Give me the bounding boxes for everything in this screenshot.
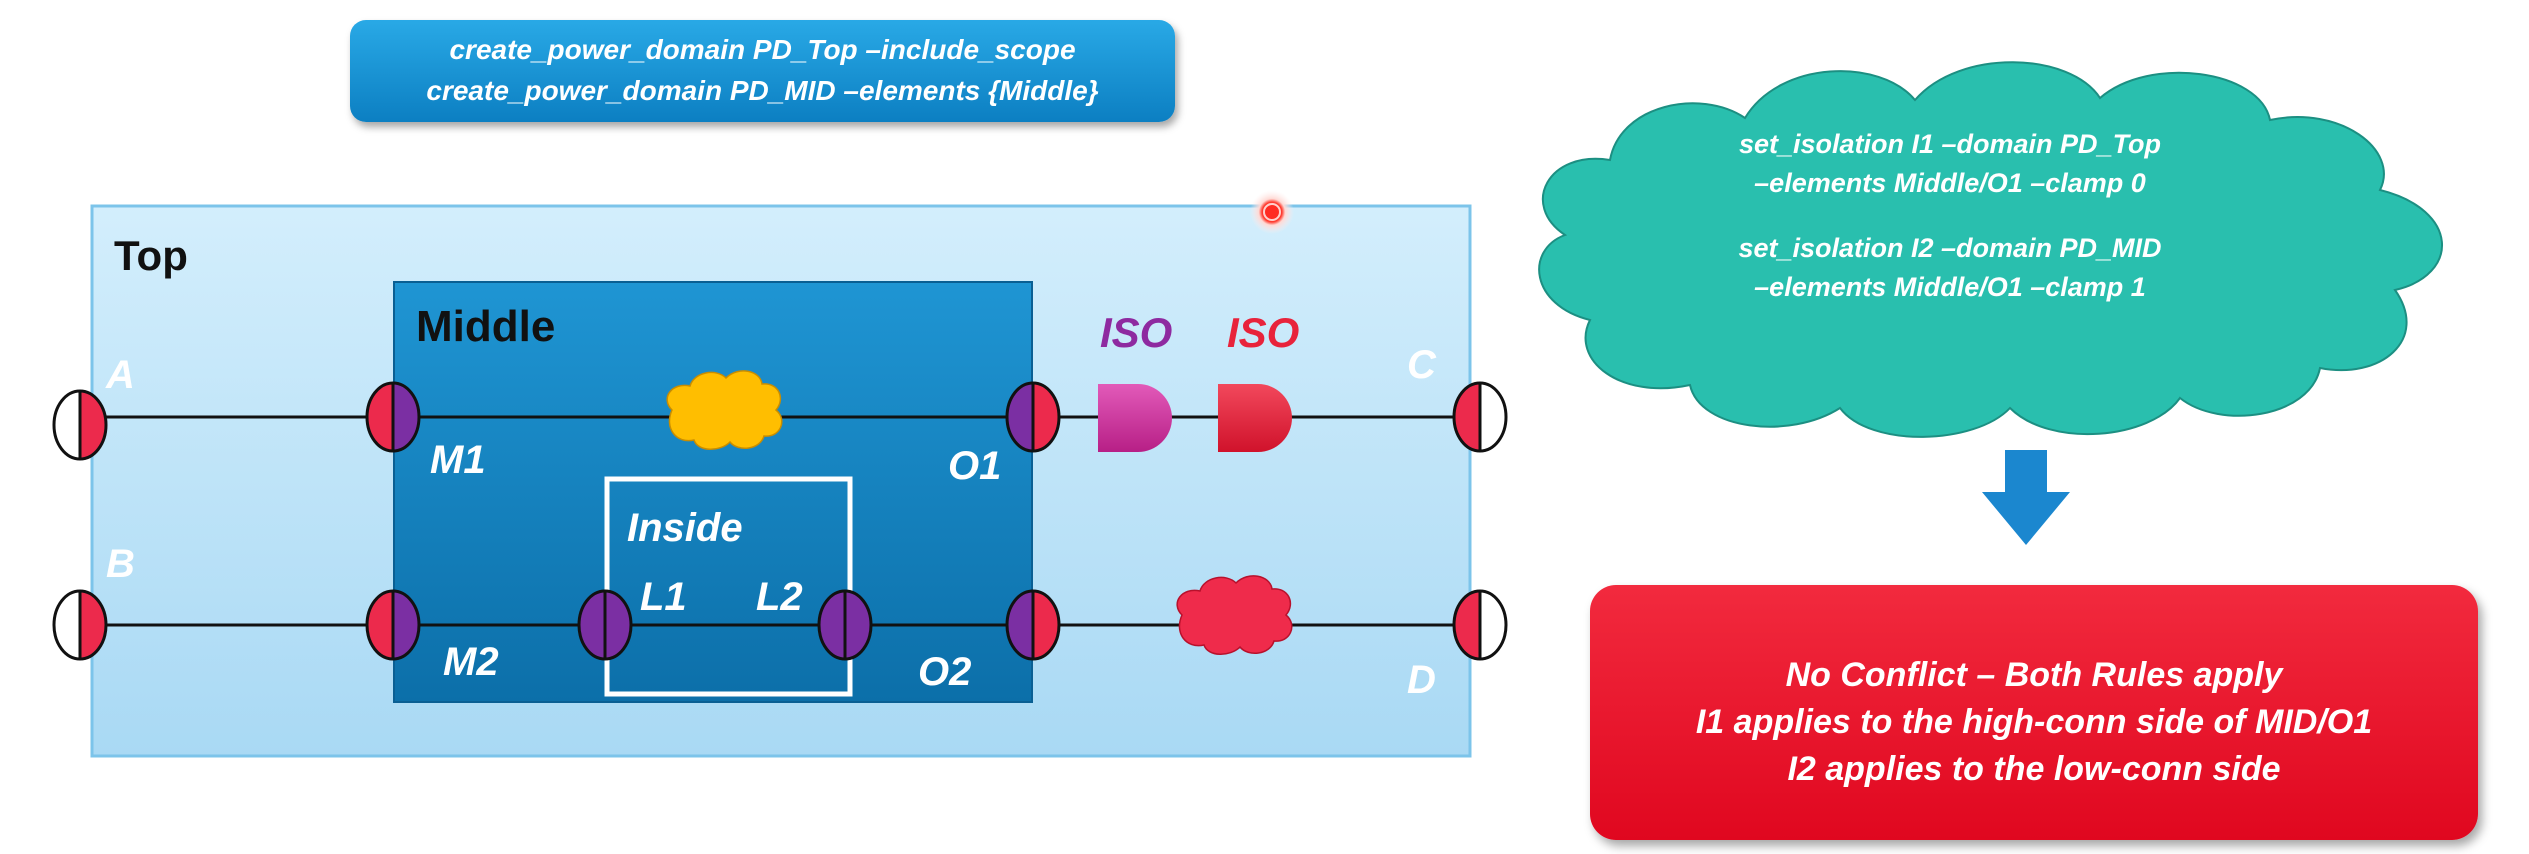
- logic-cloud-yellow: [666, 370, 783, 450]
- result-box: No Conflict – Both Rules apply I1 applie…: [1590, 585, 2478, 840]
- port-label-d: D: [1407, 658, 1436, 702]
- port-label-b: B: [106, 542, 135, 586]
- port-m2: [365, 589, 421, 661]
- port-label-m2: M2: [443, 640, 499, 684]
- port-o2: [1005, 589, 1061, 661]
- rule-i2-line-2: –elements Middle/O1 –clamp 1: [1754, 272, 2146, 303]
- port-a: [52, 389, 108, 461]
- port-o1: [1005, 381, 1061, 453]
- port-label-l2: L2: [756, 575, 803, 619]
- port-label-o2: O2: [918, 650, 972, 694]
- command-line-2: create_power_domain PD_MID –elements {Mi…: [426, 75, 1099, 106]
- middle-block: [393, 281, 1033, 703]
- logic-cloud-red: [1176, 575, 1293, 655]
- iso-cell-2: [1218, 384, 1292, 452]
- rule-i1-line-2: –elements Middle/O1 –clamp 0: [1754, 168, 2146, 199]
- isolation-rules-text: set_isolation I1 –domain PD_Top –element…: [1570, 125, 2330, 308]
- down-arrow-icon: [1982, 450, 2070, 545]
- port-l2: [817, 589, 873, 661]
- port-d: [1452, 589, 1508, 661]
- port-label-o1: O1: [948, 444, 1002, 488]
- iso-cell-1: [1098, 384, 1172, 452]
- command-line-1: create_power_domain PD_Top –include_scop…: [449, 34, 1076, 66]
- port-l1: [577, 589, 633, 661]
- result-line-1: No Conflict – Both Rules apply: [1785, 656, 2283, 695]
- inside-block: [604, 476, 853, 697]
- rule-i2-line-1: set_isolation I2 –domain PD_MID: [1738, 233, 2162, 264]
- inside-block-label: Inside: [627, 506, 743, 550]
- result-line-2: I1 applies to the high-conn side of MID/…: [1695, 703, 2373, 742]
- power-domain-commands: create_power_domain PD_Top –include_scop…: [350, 20, 1175, 122]
- port-label-a: A: [106, 353, 135, 397]
- port-label-c: C: [1407, 343, 1436, 387]
- top-block-label: Top: [114, 232, 188, 279]
- port-b: [52, 589, 108, 661]
- result-line-3: I2 applies to the low-conn side: [1787, 749, 2281, 788]
- middle-block-label: Middle: [416, 302, 556, 351]
- port-label-m1: M1: [430, 438, 486, 482]
- port-m1: [365, 381, 421, 453]
- port-c: [1452, 381, 1508, 453]
- rule-i1-line-1: set_isolation I1 –domain PD_Top: [1738, 129, 2162, 159]
- port-label-l1: L1: [640, 575, 687, 619]
- iso-label-2: ISO: [1227, 309, 1300, 356]
- iso-label-1: ISO: [1100, 309, 1173, 356]
- rules-cloud: [1538, 61, 2444, 438]
